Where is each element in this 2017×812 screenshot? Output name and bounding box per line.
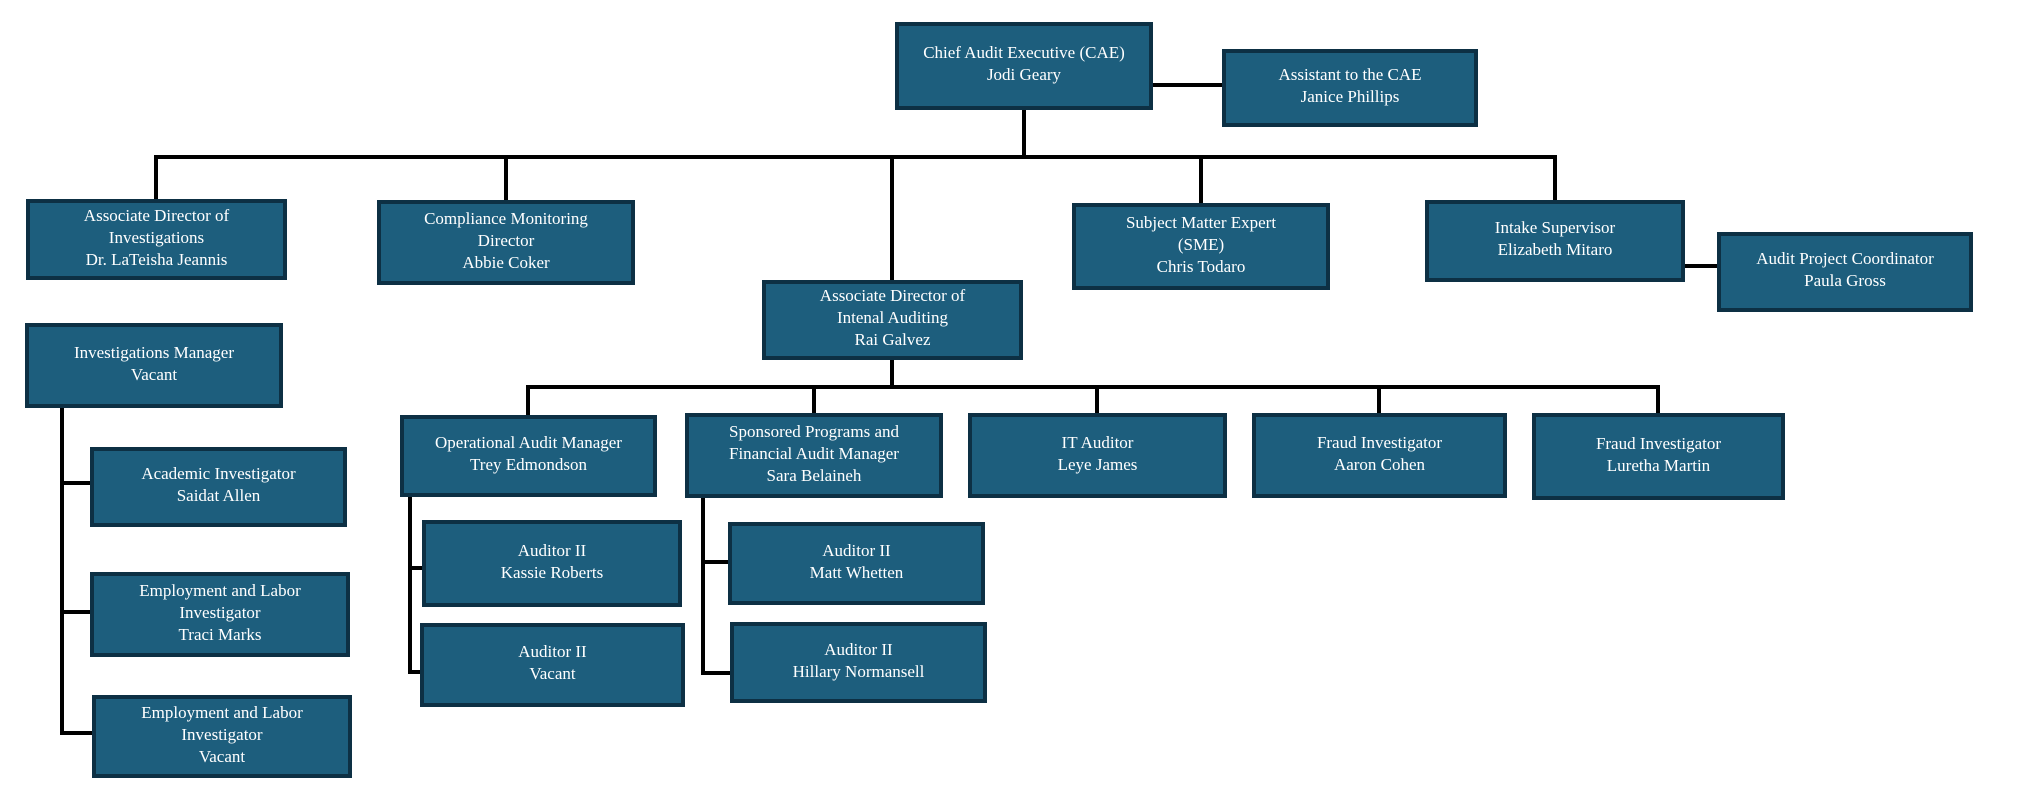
connector-a2kr-stub	[408, 566, 424, 570]
connector-sme-drop	[1199, 155, 1203, 205]
node-subject-matter-expert: Subject Matter Expert (SME) Chris Todaro	[1072, 203, 1330, 290]
connector-level1-bus	[154, 155, 1557, 159]
node-role: Intake Supervisor	[1494, 218, 1616, 237]
connector-intake-drop	[1553, 155, 1557, 202]
connector-ai-stub	[60, 481, 92, 485]
node-investigations-manager: Investigations Manager Vacant	[25, 323, 283, 408]
node-person: Rai Galvez	[854, 330, 931, 349]
node-compliance-monitoring-director: Compliance Monitoring Director Abbie Cok…	[377, 200, 635, 285]
connector-intake-apc	[1683, 264, 1719, 268]
connector-a2v-stub	[408, 670, 422, 674]
connector-fi1-drop	[1377, 385, 1381, 415]
node-role: Associate Director of Intenal Auditing	[819, 286, 966, 327]
node-person: Saidat Allen	[176, 486, 261, 505]
connector-spfam-drop	[812, 385, 816, 415]
node-assistant-to-cae: Assistant to the CAE Janice Phillips	[1222, 49, 1478, 127]
node-role: Assistant to the CAE	[1278, 65, 1422, 84]
connector-cmd-drop	[504, 155, 508, 202]
connector-cae-drop	[1022, 110, 1026, 159]
node-person: Kassie Roberts	[500, 562, 604, 582]
connector-eli2-stub	[60, 731, 94, 735]
node-person: Elizabeth Mitaro	[1497, 240, 1613, 259]
node-employment-labor-investigator-1: Employment and Labor Investigator Traci …	[90, 572, 350, 657]
node-auditor-ii-kassie-roberts: Auditor II Kassie Roberts	[422, 520, 682, 607]
node-role: Academic Investigator	[141, 464, 296, 483]
node-person: Sara Belaineh	[766, 465, 862, 485]
connector-a2mw-stub	[701, 560, 730, 564]
node-it-auditor: IT Auditor Leye James	[968, 413, 1227, 498]
node-person: Paula Gross	[1804, 271, 1886, 290]
node-fraud-investigator-1: Fraud Investigator Aaron Cohen	[1252, 413, 1507, 498]
node-person: Jodi Geary	[986, 65, 1062, 84]
node-role: Auditor II	[822, 540, 891, 560]
node-chief-audit-executive: Chief Audit Executive (CAE) Jodi Geary	[895, 22, 1153, 110]
node-auditor-ii-matt-whetten: Auditor II Matt Whetten	[728, 522, 985, 605]
node-person: Abbie Coker	[462, 252, 550, 272]
connector-adi-drop	[154, 155, 158, 201]
node-person: Trey Edmondson	[470, 455, 587, 474]
connector-adia-drop	[890, 155, 894, 282]
node-academic-investigator: Academic Investigator Saidat Allen	[90, 447, 347, 527]
connector-fi2-drop	[1656, 385, 1660, 415]
node-role: Fraud Investigator	[1316, 432, 1443, 452]
connector-cae-assistant	[1150, 83, 1224, 87]
node-person: Matt Whetten	[809, 562, 904, 582]
node-role: Subject Matter Expert (SME)	[1125, 212, 1277, 254]
node-role: Fraud Investigator	[1595, 433, 1722, 453]
node-fraud-investigator-2: Fraud Investigator Luretha Martin	[1532, 413, 1785, 500]
node-role: IT Auditor	[1061, 432, 1134, 452]
node-associate-director-investigations: Associate Director of Investigations Dr.…	[26, 199, 287, 280]
connector-spfam-trunk	[701, 498, 705, 675]
node-auditor-ii-hillary-normansell: Auditor II Hillary Normansell	[730, 622, 987, 703]
node-operational-audit-manager: Operational Audit Manager Trey Edmondson	[400, 415, 657, 497]
node-person: Vacant	[198, 746, 246, 766]
node-person: Dr. LaTeisha Jeannis	[85, 249, 228, 269]
node-role: Auditor II	[517, 540, 587, 560]
node-role: Employment and Labor Investigator	[141, 702, 303, 744]
node-person: Luretha Martin	[1606, 455, 1711, 475]
node-employment-labor-investigator-2: Employment and Labor Investigator Vacant	[92, 695, 352, 778]
node-audit-project-coordinator: Audit Project Coordinator Paula Gross	[1717, 232, 1973, 312]
node-associate-director-internal-auditing: Associate Director of Intenal Auditing R…	[762, 280, 1023, 360]
node-person: Vacant	[130, 364, 178, 384]
connector-level2-bus	[526, 385, 1660, 389]
node-role: Auditor II	[518, 642, 587, 661]
node-role: Audit Project Coordinator	[1756, 249, 1934, 268]
connector-adia-bus-drop	[890, 360, 894, 387]
node-person: Chris Todaro	[1156, 256, 1246, 276]
node-role: Sponsored Programs and Financial Audit M…	[729, 421, 899, 463]
connector-eli1-stub	[60, 610, 92, 614]
node-person: Janice Phillips	[1300, 87, 1400, 106]
node-person: Vacant	[529, 664, 576, 683]
node-sponsored-programs-financial-audit-manager: Sponsored Programs and Financial Audit M…	[685, 413, 943, 498]
node-role: Investigations Manager	[73, 342, 235, 362]
connector-a2hn-stub	[701, 671, 732, 675]
node-role: Chief Audit Executive (CAE)	[923, 43, 1125, 62]
node-auditor-ii-vacant: Auditor II Vacant	[420, 623, 685, 707]
node-role: Associate Director of Investigations	[83, 205, 230, 247]
connector-im-trunk	[60, 408, 64, 735]
connector-oam-drop	[526, 385, 530, 417]
node-role: Auditor II	[824, 639, 893, 659]
node-person: Aaron Cohen	[1333, 454, 1426, 474]
node-person: Leye James	[1057, 454, 1138, 474]
node-role: Operational Audit Manager	[435, 433, 622, 452]
connector-oam-trunk	[408, 497, 412, 674]
node-intake-supervisor: Intake Supervisor Elizabeth Mitaro	[1425, 200, 1685, 282]
connector-it-drop	[1095, 385, 1099, 415]
node-role: Employment and Labor Investigator	[139, 580, 301, 622]
node-role: Compliance Monitoring Director	[424, 208, 588, 250]
node-person: Traci Marks	[178, 624, 262, 644]
node-person: Hillary Normansell	[792, 661, 925, 681]
